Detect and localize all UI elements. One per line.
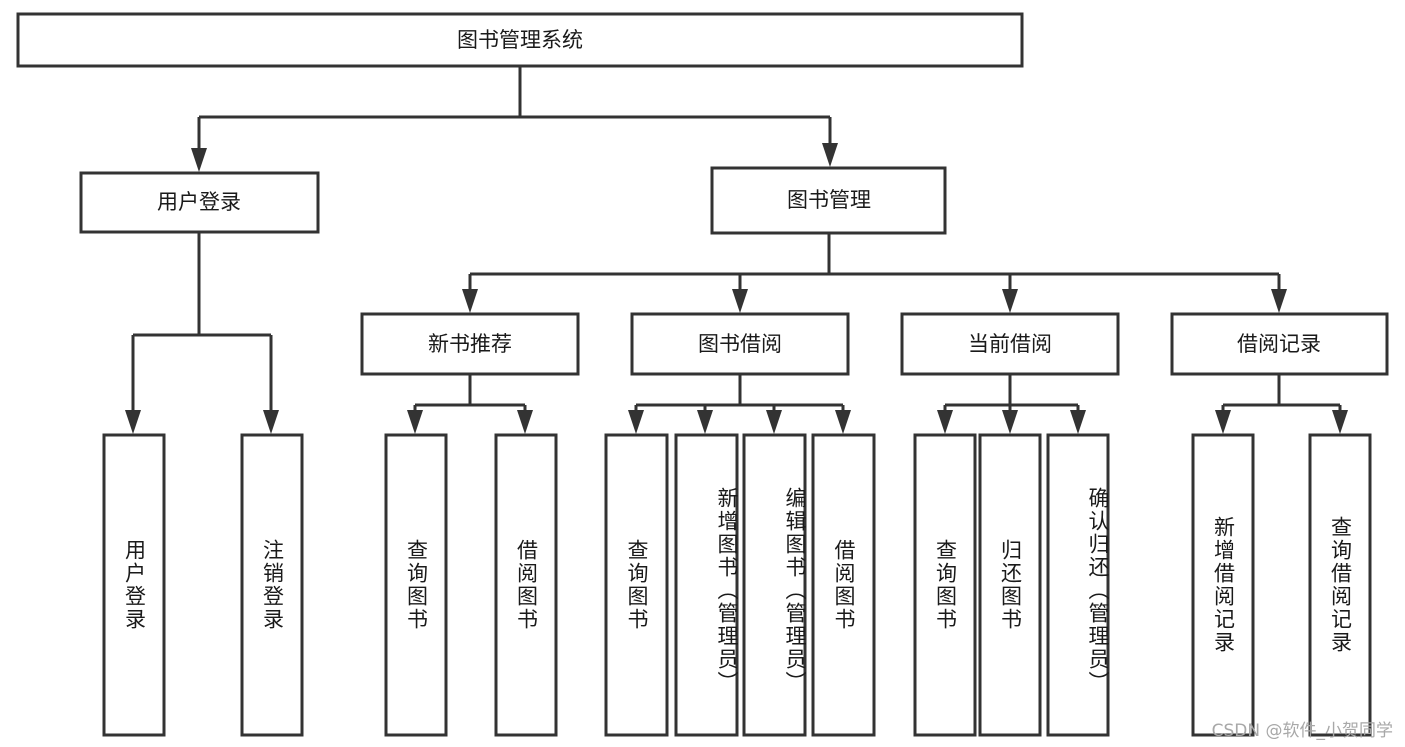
connector-newbook-to-leaves — [407, 374, 533, 434]
node-new-book-recommend[interactable] — [360, 312, 580, 376]
watermark-text: CSDN @软件_小贺同学 — [1211, 721, 1393, 741]
node-leaf-current-borrow-2[interactable] — [1046, 433, 1110, 737]
node-book-management[interactable] — [710, 166, 947, 235]
connector-userlogin-to-leaves — [125, 232, 279, 434]
label-user-login: 用户登录 — [157, 190, 241, 214]
node-leaf-book-borrow-1[interactable] — [674, 433, 739, 737]
node-leaf-borrow-record-0[interactable] — [1191, 433, 1255, 737]
node-book-borrow[interactable] — [630, 312, 850, 376]
label-new-book-recommend: 新书推荐 — [428, 332, 512, 356]
node-user-login[interactable] — [79, 171, 320, 234]
node-leaf-borrow-record-1[interactable] — [1308, 433, 1372, 737]
node-leaf-new-book-1[interactable] — [494, 433, 558, 737]
node-borrow-record[interactable] — [1170, 312, 1389, 376]
label-borrow-record: 借阅记录 — [1237, 332, 1321, 356]
label-book-borrow: 图书借阅 — [698, 332, 782, 356]
connector-bookborrow-to-leaves — [628, 374, 851, 434]
node-leaf-user-login-0[interactable] — [102, 433, 166, 737]
node-leaf-book-borrow-0[interactable] — [604, 433, 669, 737]
node-leaf-current-borrow-1[interactable] — [978, 433, 1042, 737]
node-leaf-book-borrow-3[interactable] — [811, 433, 876, 737]
connector-bookmgmt-to-level2 — [462, 233, 1287, 313]
connector-currentborrow-to-leaves — [937, 374, 1086, 434]
node-current-borrow[interactable] — [900, 312, 1120, 376]
label-book-management: 图书管理 — [787, 188, 871, 212]
connector-borrowrecord-to-leaves — [1215, 374, 1348, 434]
node-leaf-new-book-0[interactable] — [384, 433, 448, 737]
label-root: 图书管理系统 — [457, 28, 583, 52]
node-root[interactable] — [16, 12, 1024, 68]
node-leaf-current-borrow-0[interactable] — [913, 433, 977, 737]
connector-root-to-level1 — [191, 66, 838, 172]
label-current-borrow: 当前借阅 — [968, 332, 1052, 356]
node-leaf-user-login-1[interactable] — [240, 433, 304, 737]
node-leaf-book-borrow-2[interactable] — [742, 433, 807, 737]
